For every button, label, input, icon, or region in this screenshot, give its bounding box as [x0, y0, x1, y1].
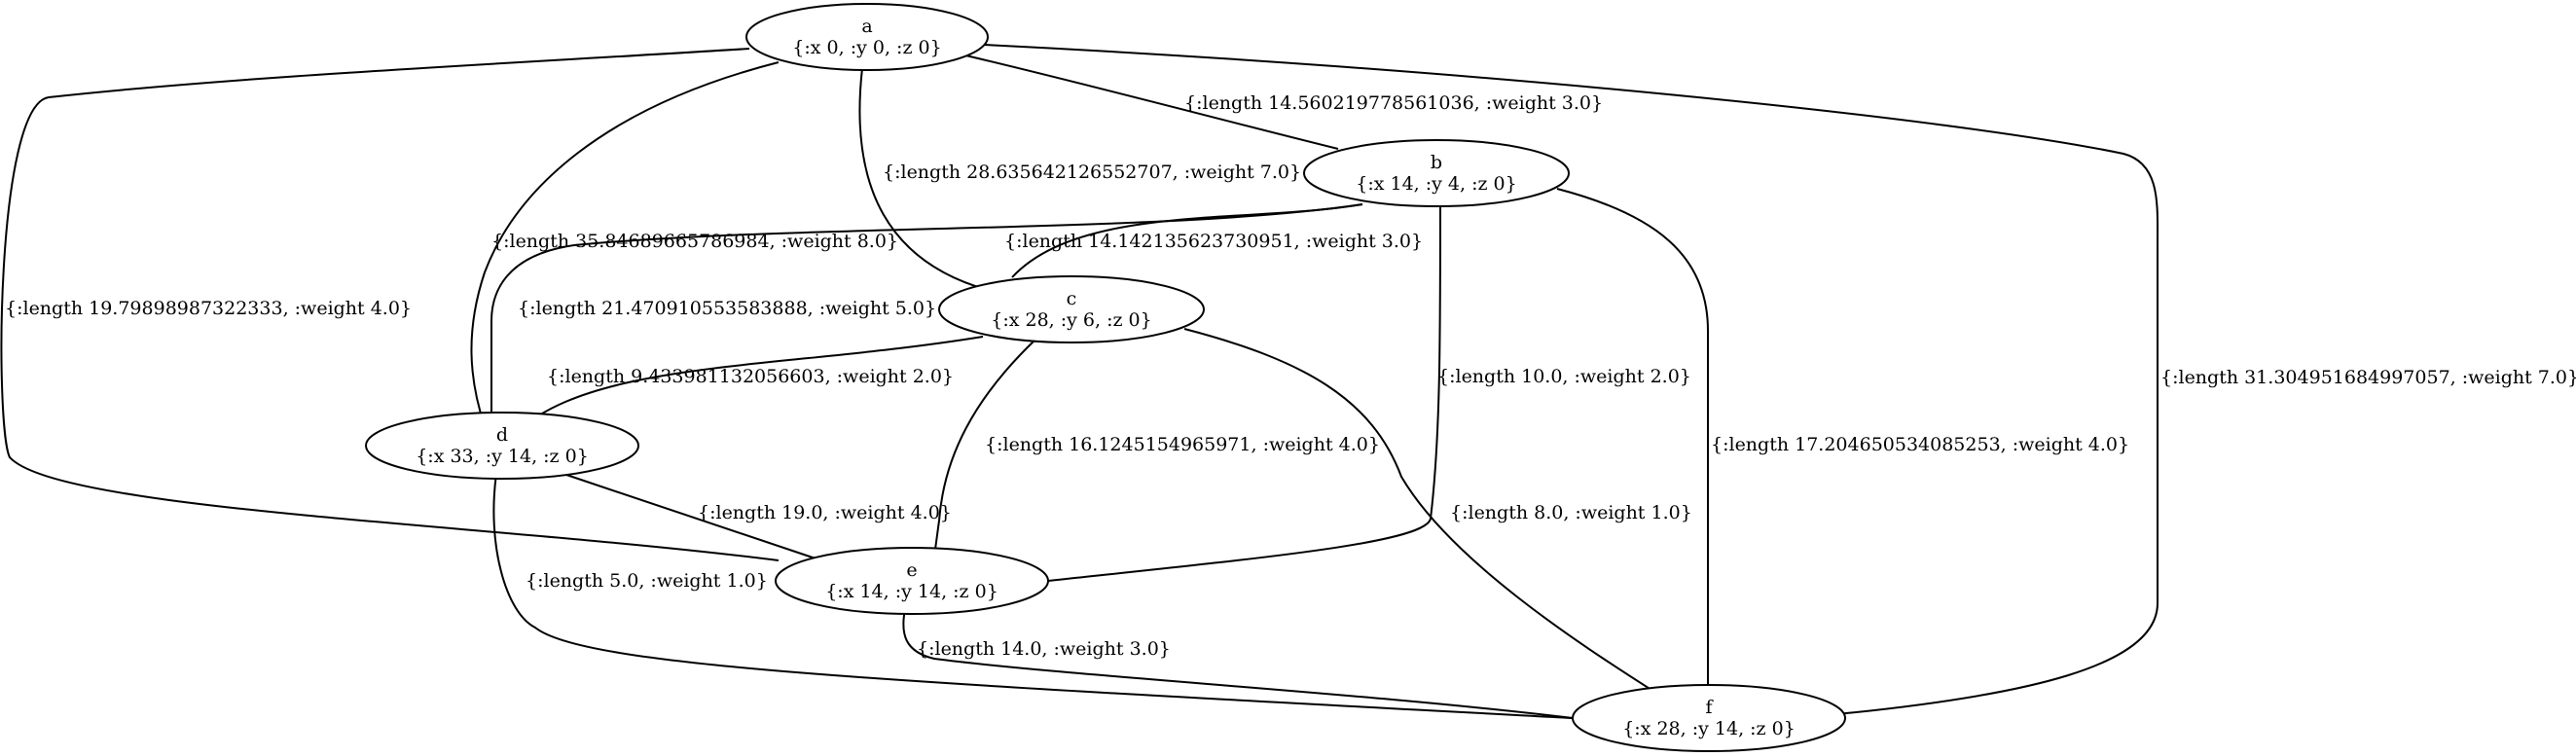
edge-labels: {:length 14.560219778561036, :weight 3.0… — [5, 92, 2576, 660]
edge-b-d — [490, 203, 1363, 428]
node-f-id: f — [1705, 697, 1714, 718]
edge-label-b-e: {:length 10.0, :weight 2.0} — [1437, 366, 1691, 387]
edge-a-d — [470, 61, 780, 427]
edge-a-b — [961, 54, 1339, 150]
node-f-shape — [1572, 684, 1846, 752]
node-c-id: c — [1067, 288, 1077, 309]
node-a-id: a — [861, 16, 872, 37]
node-b-attrs: {:x 14, :y 4, :z 0} — [1356, 173, 1516, 195]
node-b: b {:x 14, :y 4, :z 0} — [1303, 139, 1570, 207]
node-e-shape — [775, 547, 1049, 615]
node-d-attrs: {:x 33, :y 14, :z 0} — [416, 446, 589, 467]
node-c-shape — [938, 275, 1205, 343]
edge-label-b-d: {:length 21.470910553583888, :weight 5.0… — [518, 298, 936, 319]
edge-d-e — [565, 474, 816, 559]
edge-c-e — [933, 338, 1037, 558]
node-f: f {:x 28, :y 14, :z 0} — [1572, 684, 1846, 752]
node-c-attrs: {:x 28, :y 6, :z 0} — [991, 309, 1151, 331]
node-b-shape — [1303, 139, 1570, 207]
node-f-attrs: {:x 28, :y 14, :z 0} — [1622, 718, 1796, 739]
edge-label-d-f: {:length 5.0, :weight 1.0} — [526, 570, 768, 592]
node-b-id: b — [1431, 152, 1442, 173]
edge-e-f — [902, 608, 1574, 719]
node-e-attrs: {:x 14, :y 14, :z 0} — [825, 581, 998, 602]
edge-label-a-b: {:length 14.560219778561036, :weight 3.0… — [1184, 92, 1603, 114]
edge-label-c-f: {:length 8.0, :weight 1.0} — [1450, 502, 1692, 523]
edge-label-e-f: {:length 14.0, :weight 3.0} — [917, 638, 1171, 660]
edge-label-c-d: {:length 9.433981132056603, :weight 2.0} — [547, 366, 954, 387]
edge-c-d — [515, 336, 984, 434]
node-d-id: d — [496, 424, 508, 446]
edge-a-c — [858, 67, 989, 291]
node-a: a {:x 0, :y 0, :z 0} — [745, 3, 989, 71]
edge-a-e — [0, 48, 780, 561]
node-c: c {:x 28, :y 6, :z 0} — [938, 275, 1205, 343]
edge-d-f — [492, 473, 1574, 719]
node-a-attrs: {:x 0, :y 0, :z 0} — [792, 37, 941, 58]
edge-a-f — [983, 44, 2159, 715]
edge-c-f — [1183, 328, 1655, 693]
edge-label-b-f: {:length 17.204650534085253, :weight 4.0… — [1711, 434, 2129, 455]
edge-label-c-e: {:length 16.1245154965971, :weight 4.0} — [985, 434, 1380, 455]
edge-label-b-c: {:length 14.142135623730951, :weight 3.0… — [1004, 231, 1423, 252]
node-e-id: e — [906, 559, 917, 581]
edge-b-e — [1047, 198, 1441, 582]
edge-label-a-f: {:length 31.304951684997057, :weight 7.0… — [2160, 367, 2576, 388]
node-e: e {:x 14, :y 14, :z 0} — [775, 547, 1049, 615]
edge-label-a-e: {:length 19.79898987322333, :weight 4.0} — [5, 298, 412, 319]
edge-label-a-c: {:length 28.635642126552707, :weight 7.0… — [883, 162, 1301, 183]
edge-label-a-d: {:length 35.84689665786984, :weight 8.0} — [491, 231, 898, 252]
edge-b-f — [1556, 188, 1709, 684]
edge-label-d-e: {:length 19.0, :weight 4.0} — [698, 502, 952, 523]
edges — [0, 44, 2159, 719]
node-d: d {:x 33, :y 14, :z 0} — [365, 412, 639, 480]
node-a-shape — [745, 3, 989, 71]
node-d-shape — [365, 412, 639, 480]
